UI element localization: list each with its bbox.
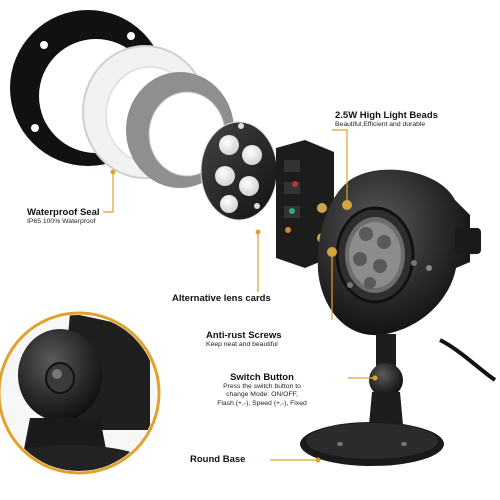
callout-line: Press the switch button to bbox=[223, 383, 301, 390]
switch-zoom-inset bbox=[0, 311, 161, 475]
callout-subtitle: Keep neat and beautiful bbox=[206, 341, 278, 348]
callout-waterproof-seal: Waterproof Seal IP65 100% Waterproof bbox=[27, 207, 100, 226]
lens-card-holder bbox=[276, 140, 334, 268]
round-base bbox=[300, 422, 444, 466]
leader-lines bbox=[103, 129, 378, 463]
callout-line: Flash (+,-), Speed (+,-), Fixed bbox=[217, 399, 307, 407]
callout-line: change Mode: ON/OFF, bbox=[226, 391, 298, 399]
callout-subtitle: Beautiful,Efficient and durable bbox=[335, 121, 426, 128]
callout-round-base: Round Base bbox=[190, 454, 245, 465]
callout-switch-button: Switch Button Press the switch button to… bbox=[186, 372, 338, 408]
callout-screws: Anti-rust Screws Keep neat and beautiful bbox=[206, 330, 282, 349]
stand bbox=[368, 334, 497, 436]
callout-title: Round Base bbox=[190, 454, 246, 465]
callout-title: Waterproof Seal bbox=[27, 207, 100, 218]
callout-title: Anti-rust Screws bbox=[206, 330, 282, 341]
callout-title: Alternative lens cards bbox=[172, 293, 271, 304]
callout-title: 2.5W High Light Beads bbox=[335, 110, 438, 121]
lens-plate bbox=[200, 121, 278, 221]
callout-lens-cards: Alternative lens cards bbox=[172, 293, 271, 304]
projector-head bbox=[317, 169, 481, 336]
callout-light-beads: 2.5W High Light Beads Beautiful,Efficien… bbox=[335, 110, 438, 129]
callout-subtitle: IP65 100% Waterproof bbox=[27, 218, 96, 225]
callout-title: Switch Button bbox=[230, 372, 294, 383]
